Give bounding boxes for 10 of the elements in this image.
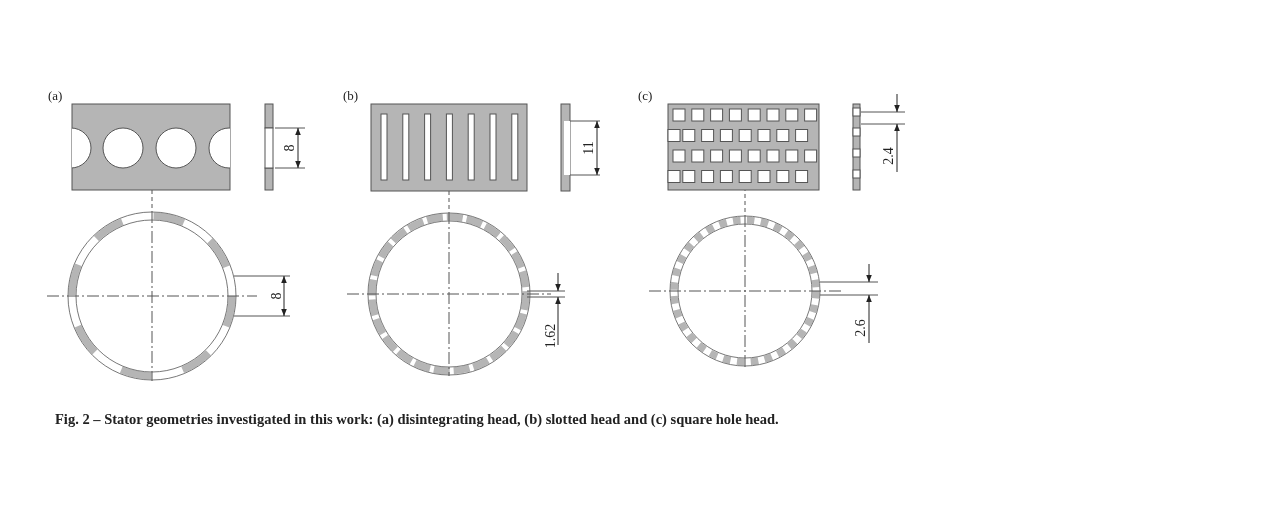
dimension-value: 11: [581, 141, 596, 155]
dimension-value: 8: [282, 144, 297, 152]
panel-label: (a): [48, 88, 63, 103]
panel-label: (c): [638, 88, 653, 103]
dimension-value: 2.6: [853, 319, 868, 337]
figure-caption: Fig. 2 – Stator geometries investigated in this work: (a) disintegrating head, (b) slotted head and (c) square hole head.: [55, 411, 779, 428]
panel-label: (b): [343, 88, 359, 103]
dimension-value: 1.62: [543, 323, 558, 349]
dimension-value: 2.4: [881, 147, 896, 165]
dimension-value: 8: [269, 292, 284, 300]
